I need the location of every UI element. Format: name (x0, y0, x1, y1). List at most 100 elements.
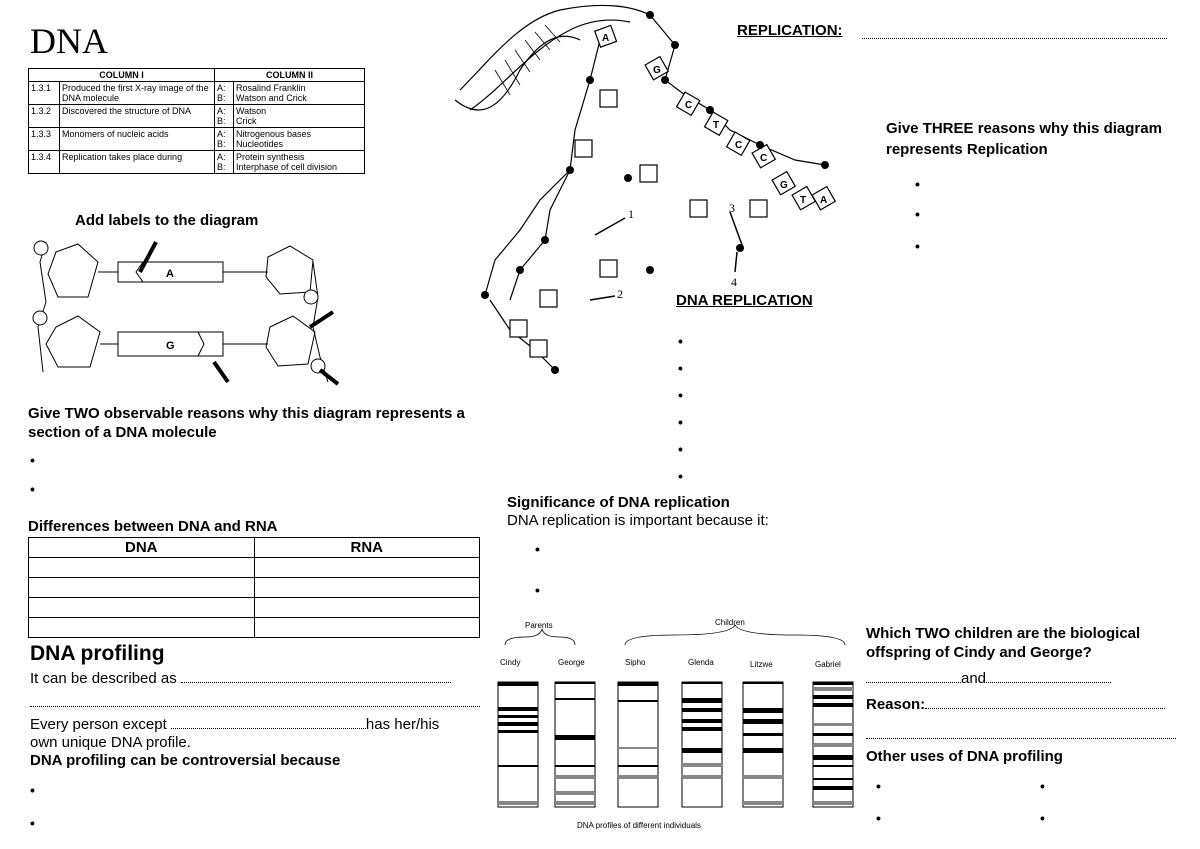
question-text: Monomers of nucleic acids (59, 127, 215, 151)
replication-diagram: A G C T C C G T A 1 2 3 4 (454, 4, 837, 374)
base-label: T (800, 195, 806, 206)
option-letters: A:B: (214, 150, 234, 174)
bullet: • (30, 452, 35, 468)
significance-intro: DNA replication is important because it: (507, 512, 769, 529)
answer-cell[interactable] (253, 557, 480, 578)
bullet: • (915, 176, 920, 192)
column-1-header: COLUMN I (28, 68, 215, 82)
answer-and-line: and (866, 670, 1112, 687)
answer-cell[interactable] (253, 617, 480, 638)
parents-label: Parents (525, 621, 553, 630)
bullet: • (915, 206, 920, 222)
base-g-label: G (166, 340, 175, 352)
bullet: • (876, 778, 881, 794)
bullet: • (30, 481, 35, 497)
lane-label-gabriel: Gabriel (815, 660, 841, 669)
bullet: • (876, 810, 881, 826)
unique-profile-text: own unique DNA profile. (30, 734, 191, 751)
offspring-question: Which TWO children are the biological of… (866, 625, 1141, 661)
option-letters: A:B: (214, 104, 234, 128)
answer-cell[interactable] (28, 557, 255, 578)
answer-cell[interactable] (28, 617, 255, 638)
bullet: • (1040, 810, 1045, 826)
label-number: 2 (617, 287, 623, 301)
lane-label-sipho: Sipho (625, 658, 646, 667)
reason-line: Reason: (866, 696, 1166, 713)
question-text: Discovered the structure of DNA (59, 104, 215, 128)
two-reasons-heading: Give TWO observable reasons why this dia… (28, 405, 465, 441)
lane-label-litzwe: Litzwe (750, 660, 773, 669)
base-label: A (602, 33, 609, 44)
label-number: 3 (729, 201, 735, 215)
base-label: C (760, 153, 767, 164)
table-row: 1.3.1 Produced the first X-ray image of … (28, 81, 365, 105)
bullet: • (678, 468, 683, 484)
significance-heading: Significance of DNA replication (507, 494, 730, 511)
table-row: 1.3.4 Replication takes place during A:B… (28, 150, 365, 174)
question-text: Produced the first X-ray image of the DN… (59, 81, 215, 105)
answer-line (30, 706, 480, 707)
table-row (28, 577, 480, 598)
bullet: • (678, 360, 683, 376)
table-row: 1.3.3 Monomers of nucleic acids A:B: Nit… (28, 127, 365, 151)
dna-replication-heading: DNA REPLICATION (676, 292, 813, 309)
dna-section-diagram: A G (32, 240, 340, 386)
bullet: • (535, 541, 540, 557)
children-label: Children (715, 618, 745, 627)
bullet: • (535, 582, 540, 598)
lane-label-cindy: Cindy (500, 658, 520, 667)
matching-table: COLUMN I COLUMN II 1.3.1 Produced the fi… (28, 68, 365, 174)
page-title: DNA (30, 21, 108, 61)
table-row (28, 557, 480, 578)
dna-column-header: DNA (28, 537, 255, 558)
bullet: • (678, 387, 683, 403)
base-label: C (685, 100, 692, 111)
bullet: • (915, 238, 920, 254)
controversial-heading: DNA profiling can be controversial becau… (30, 752, 341, 769)
answer-line (862, 38, 1167, 39)
base-label: T (713, 120, 719, 131)
profiling-heading: DNA profiling (30, 642, 165, 665)
lane-label-glenda: Glenda (688, 658, 714, 667)
replication-heading: REPLICATION: (737, 22, 843, 39)
question-text: Replication takes place during (59, 150, 215, 174)
other-uses-heading: Other uses of DNA profiling (866, 748, 1063, 765)
lane-label-george: George (558, 658, 585, 667)
answer-cell[interactable] (28, 577, 255, 598)
question-number: 1.3.3 (28, 127, 60, 151)
bullet: • (30, 815, 35, 831)
rna-column-header: RNA (253, 537, 480, 558)
base-label: A (820, 195, 827, 206)
answer-line (866, 738, 1176, 739)
three-reasons-heading: Give THREE reasons why this diagram repr… (886, 120, 1162, 158)
bullet: • (678, 441, 683, 457)
answer-cell[interactable] (253, 597, 480, 618)
bullet: • (30, 782, 35, 798)
question-number: 1.3.4 (28, 150, 60, 174)
dna-profile-gel: Parents Children Cindy George Sipho Glen… (497, 618, 854, 830)
differences-heading: Differences between DNA and RNA (28, 518, 278, 535)
labels-heading: Add labels to the diagram (75, 212, 259, 229)
table-row: 1.3.2 Discovered the structure of DNA A:… (28, 104, 365, 128)
answer-cell[interactable] (28, 597, 255, 618)
table-row (28, 617, 480, 638)
bullet: • (1040, 778, 1045, 794)
bullet: • (678, 333, 683, 349)
option-letters: A:B: (214, 81, 234, 105)
option-letters: A:B: (214, 127, 234, 151)
described-as-text: It can be described as (30, 670, 451, 687)
question-number: 1.3.1 (28, 81, 60, 105)
every-person-text: Every person except has her/his (30, 716, 440, 733)
label-number: 4 (731, 275, 737, 289)
question-number: 1.3.2 (28, 104, 60, 128)
answer-cell[interactable] (253, 577, 480, 598)
base-label: G (653, 65, 661, 76)
table-row (28, 597, 480, 618)
gel-caption: DNA profiles of different individuals (577, 821, 701, 830)
base-label: G (780, 180, 788, 191)
